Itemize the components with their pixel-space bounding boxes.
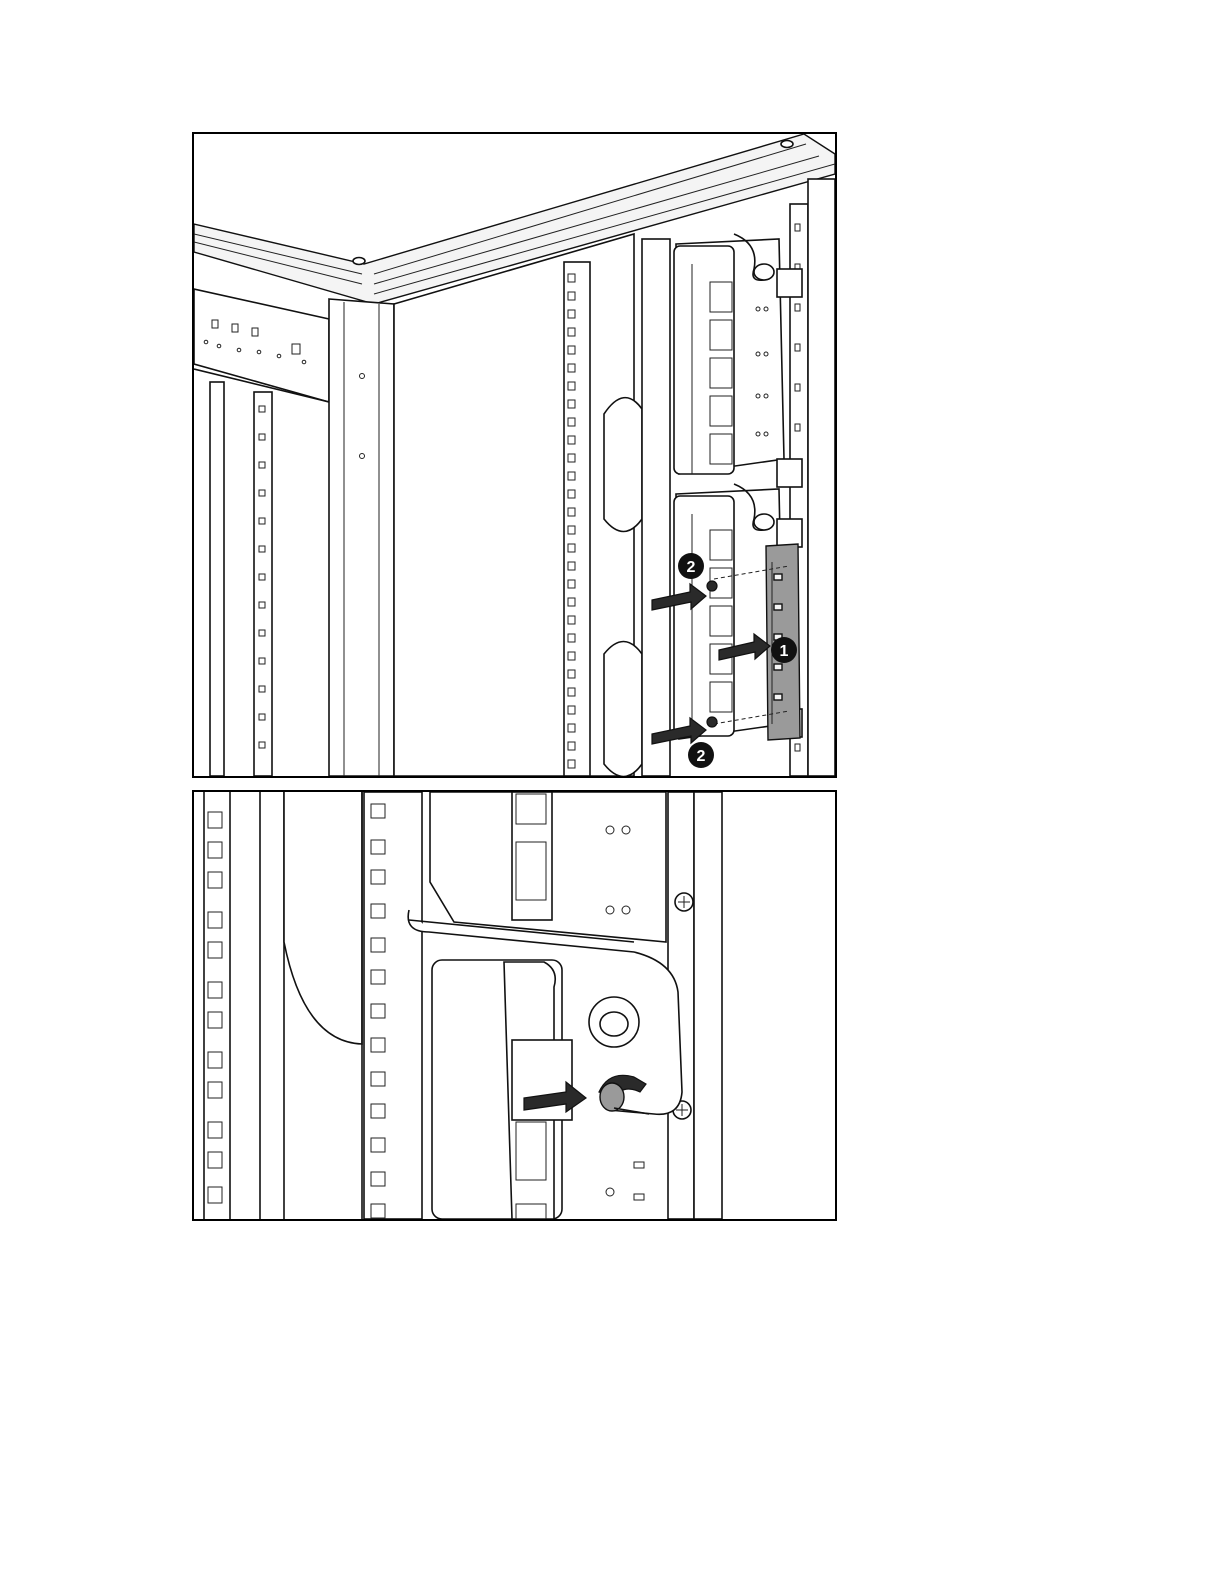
cable-cutout [284,792,362,1044]
cable-clip-detail-panel [192,790,837,1221]
rack-illustration: 2 1 2 [194,134,835,776]
callout-1: 1 [771,637,797,663]
rear-rail [564,262,590,776]
mounting-bracket [777,519,802,547]
thumbscrew-icon [707,717,717,727]
cable-cutout [604,398,642,532]
corner-bolt-icon [353,258,365,265]
front-rail [642,239,670,776]
mounting-bracket [777,269,802,297]
svg-text:1: 1 [780,643,789,660]
left-rail [210,382,224,776]
cable-cutout [604,642,642,777]
left-rail [254,392,272,776]
callout-2-upper: 2 [678,553,704,579]
callout-2-lower: 2 [688,742,714,768]
rack-side-panel [394,234,634,776]
right-post [694,792,722,1219]
detail-illustration [194,792,835,1219]
pdu-upper [674,234,802,487]
rail-holes-left [208,812,222,1203]
svg-text:2: 2 [697,748,706,765]
thumbscrew-icon [707,581,717,591]
rear-rail [364,792,422,1219]
right-post [808,179,835,776]
corner-post [329,299,394,776]
svg-text:2: 2 [687,559,696,576]
mounting-bracket [777,459,802,487]
rack-pdu-installation-panel: 2 1 2 [192,132,837,778]
corner-bolt-icon [781,141,793,148]
